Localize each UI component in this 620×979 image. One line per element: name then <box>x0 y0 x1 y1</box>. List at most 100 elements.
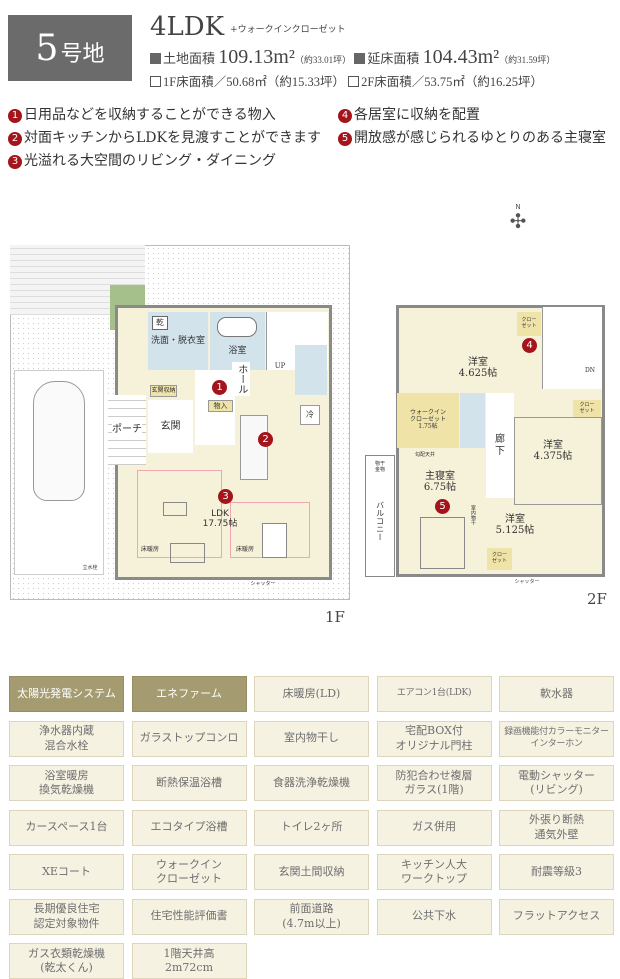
room-label: 室内物干 <box>469 505 476 525</box>
feature-cell: トイレ2ヶ所 <box>254 809 369 846</box>
room-label: 洋室 4.375帖 <box>533 439 573 463</box>
stairs-up: UP <box>270 360 290 372</box>
floor-label: 延床面積 <box>367 51 420 66</box>
feature-cell: 外張り断熱 通気外壁 <box>499 809 614 846</box>
stairs-down: DN <box>580 367 600 375</box>
feature-cell: 公共下水 <box>376 898 492 935</box>
room-label: 勾配天井 <box>414 452 435 459</box>
room-label: 主寝室 6.75帖 <box>423 470 457 494</box>
floor-tsubo: （約31.59坪） <box>499 55 556 65</box>
walk-in-closet: ウォークイン クローゼット 1.75帖 <box>397 393 459 448</box>
feature-cell: 長期優良住宅 認定対象物件 <box>9 898 124 935</box>
marker-4: 4 <box>522 338 537 353</box>
stairs <box>542 307 602 389</box>
marker-3: 3 <box>218 489 233 504</box>
land-tsubo: （約33.01坪） <box>294 55 352 65</box>
car-space <box>14 370 104 575</box>
square-outline-icon <box>150 76 161 87</box>
floor-area-row: 1F床面積／50.68㎡（約15.33坪） 2F床面積／53.75㎡（約16.2… <box>150 71 543 90</box>
room-label: 床暖房 <box>235 545 254 553</box>
toilet <box>295 345 327 395</box>
room-label: ポーチ <box>112 424 142 436</box>
room-master-bedroom: 主寝室 6.75帖 <box>415 468 465 496</box>
feature-cell: 耐震等級3 <box>499 854 614 890</box>
area-row: 土地面積 109.13m²（約33.01坪） 延床面積 104.43m²（約31… <box>150 46 555 69</box>
bed-icon <box>420 517 465 569</box>
feature-cell: 電動シャッター (リビング) <box>499 765 614 801</box>
corridor: 廊 下 <box>486 393 514 498</box>
closet: クロー ゼット <box>487 548 512 570</box>
room-label: バルコニー <box>375 501 385 541</box>
feature-cell: フラットアクセス <box>499 898 614 935</box>
dining-table-icon <box>262 523 287 558</box>
square-icon <box>150 53 161 64</box>
dryer-fixture-label: 物干 金物 <box>368 460 392 476</box>
feature-cell: エアコン1台(LDK) <box>376 676 492 712</box>
room-label: 乾 <box>156 318 164 328</box>
room-western-1: 洋室 4.625帖 <box>448 353 508 383</box>
room-western-3: 洋室 5.125帖 <box>485 510 545 540</box>
room-label: 洋室 4.625帖 <box>458 356 498 380</box>
feature-cell: 1階天井高 2m72cm <box>131 943 247 979</box>
land-value: 109.13m² <box>218 46 295 68</box>
room-label: 洋室 5.125帖 <box>495 513 535 537</box>
compass-icon: N✣ <box>509 203 527 233</box>
floor-label-1f: 1F <box>325 608 345 626</box>
room-label: ウォークイン クローゼット 1.75帖 <box>409 409 446 430</box>
feature-grid: 太陽光発電システムエネファーム床暖房(LD)エアコン1台(LDK)軟水器浄水器内… <box>9 676 614 979</box>
room-label: 物入 <box>213 401 228 410</box>
floor-heat-label: 床暖房 <box>135 545 165 555</box>
floor-heating-zone <box>137 470 222 558</box>
point-text: 各居室に収納を配置 <box>354 107 480 123</box>
feature-cell: 軟水器 <box>499 676 614 712</box>
feature-cell: 断熱保温浴槽 <box>131 765 247 801</box>
room-label: ホール <box>235 364 247 394</box>
room-ldk: LDK 17.75帖 <box>190 506 250 532</box>
feature-cell: 浴室暖房 換気乾燥機 <box>9 765 124 801</box>
feature-cell: XEコート <box>9 854 124 890</box>
feature-cell: ウォークイン クローゼット <box>131 854 247 890</box>
feature-cell: カースペース1台 <box>9 809 124 846</box>
f2-area: 2F床面積／53.75㎡（約16.25坪） <box>361 75 544 89</box>
feature-cell: キッチン人大 ワークトップ <box>376 854 492 890</box>
layout-label: 4LDK <box>150 12 225 42</box>
floor-heat-label: 床暖房 <box>230 545 260 555</box>
room-label: 冷 <box>306 410 314 420</box>
point-number: 3 <box>8 155 22 169</box>
land-label: 土地面積 <box>163 51 216 66</box>
room-label: UP <box>274 361 286 370</box>
closet: クロー ゼット <box>573 400 601 418</box>
point-number: 4 <box>338 109 352 123</box>
sofa-icon <box>170 543 205 563</box>
toilet <box>460 393 485 448</box>
room-western-2: 洋室 4.375帖 <box>528 437 578 465</box>
lot-suffix: 号地 <box>60 42 105 67</box>
square-icon <box>354 53 366 64</box>
room-label: 浴室 <box>228 345 247 356</box>
fridge: 冷 <box>300 405 320 425</box>
room-label: 洗面・脱衣室 <box>150 335 205 346</box>
feature-cell: 浄水器内蔵 混合水栓 <box>9 720 124 757</box>
room-label: シャッター <box>514 579 540 586</box>
compass-north: N <box>515 203 521 211</box>
room-label: シャッター <box>250 581 276 588</box>
point-text: 光溢れる大空間のリビング・ダイニング <box>24 153 276 169</box>
feature-cell: 録画機能付カラーモニター インターホン <box>499 720 614 757</box>
room-label: クロー ゼット <box>579 402 595 414</box>
marker-1: 1 <box>212 380 227 395</box>
room-label: クロー ゼット <box>521 317 537 329</box>
porch: ポーチ <box>108 395 146 465</box>
point-text: 開放感が感じられるゆとりのある主寝室 <box>354 130 606 146</box>
room-label: クロー ゼット <box>491 552 507 564</box>
shutter-label: シャッター <box>512 579 542 587</box>
kitchen-counter <box>240 415 268 480</box>
room-label: 立水栓 <box>82 565 98 572</box>
room-label: LDK 17.75帖 <box>202 508 238 529</box>
feature-cell: 防犯合わせ複層 ガラス(1階) <box>376 765 492 801</box>
feature-cell: 住宅性能評価書 <box>131 898 247 935</box>
feature-cell: 玄関土間収納 <box>254 854 369 890</box>
room-label: 廊 下 <box>495 434 505 457</box>
